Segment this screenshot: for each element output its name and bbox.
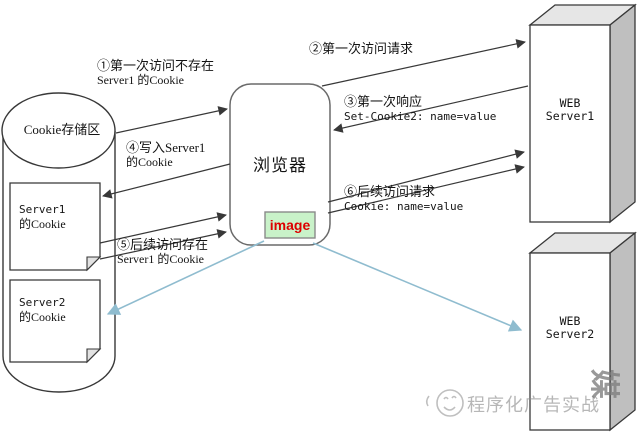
step3-label-line1: ③第一次响应 — [344, 94, 423, 109]
arrow-step3-server1-to-browser — [333, 85, 529, 133]
step1-label-line2: Server1 的Cookie — [97, 73, 184, 87]
image-label: image — [269, 217, 311, 233]
image-box — [264, 211, 316, 239]
blue-arrow-image-to-web-server2 — [312, 242, 523, 332]
step2-label: ②第一次访问请求 — [309, 41, 414, 56]
server1-cookie-doc-fold — [86, 256, 102, 272]
cookie-store-label: Cookie存储区 — [23, 122, 101, 137]
step1-label-line1: ①第一次访问不存在 — [97, 58, 215, 73]
server2-cookie-doc-fold — [86, 348, 102, 364]
step4-label-line1: ④写入Server1 — [126, 140, 206, 155]
arrow-step6-browser-to-server1-b — [327, 164, 525, 214]
arrow-step1-store-to-browser — [115, 106, 228, 134]
step3-label: ③第一次响应 Set-Cookie2: name=value — [344, 94, 496, 124]
server2-cookie-doc-label-line1: Server2 — [19, 296, 66, 309]
blue-arrow-image-to-server2-cookie — [106, 240, 265, 315]
watermark-smiley-icon — [425, 389, 464, 417]
arrow-step6-browser-to-server1-a — [327, 149, 525, 203]
web-server2-label-line2: Server2 — [545, 327, 595, 341]
step5-label-line2: Server1 的Cookie — [117, 252, 204, 266]
web-server1-box-side — [609, 3, 636, 224]
step5-label: ⑤后续访问存在 Server1 的Cookie — [117, 237, 208, 267]
web-server2-label: WEB Server2 — [530, 315, 610, 341]
arrow-step2-browser-to-server1 — [321, 39, 526, 87]
web-server1-label-line2: Server1 — [545, 109, 595, 123]
web-server2-box-side — [609, 231, 636, 432]
web-server1-box-front — [529, 24, 611, 223]
server1-cookie-doc-label-line2: 的Cookie — [19, 217, 66, 231]
server2-cookie-doc-label-line2: 的Cookie — [19, 310, 66, 324]
step6-label: ⑥后续访问请求 Cookie: name=value — [344, 184, 463, 214]
step1-label: ①第一次访问不存在 Server1 的Cookie — [97, 58, 214, 88]
browser-label: 浏览器 — [253, 156, 307, 175]
step5-label-line1: ⑤后续访问存在 — [117, 237, 209, 252]
watermark-text: 程序化广告实战 — [467, 395, 600, 415]
web-server1-label-line1: WEB — [559, 96, 581, 110]
cookie-store-cylinder-top — [1, 92, 116, 169]
arrow-step4-browser-to-doc1 — [102, 163, 231, 199]
watermark-side-char: 媒 — [587, 369, 620, 399]
step4-label-line2: 的Cookie — [126, 155, 173, 169]
web-server1-label: WEB Server1 — [530, 97, 610, 123]
server1-cookie-doc-label-line1: Server1 — [19, 203, 66, 216]
web-server2-label-line1: WEB — [559, 314, 581, 328]
server2-cookie-doc-label: Server2 的Cookie — [19, 295, 66, 325]
arrow-step5-doc1-to-browser-b — [99, 229, 227, 260]
step3-label-line2: Set-Cookie2: name=value — [344, 110, 497, 123]
step6-label-line2: Cookie: name=value — [344, 200, 464, 213]
web-server2-box-front — [529, 252, 611, 431]
step6-label-line1: ⑥后续访问请求 — [344, 184, 436, 199]
server1-cookie-doc-label: Server1 的Cookie — [19, 202, 66, 232]
step4-label: ④写入Server1 的Cookie — [126, 140, 205, 170]
arrow-step5-doc1-to-browser-a — [99, 212, 227, 244]
